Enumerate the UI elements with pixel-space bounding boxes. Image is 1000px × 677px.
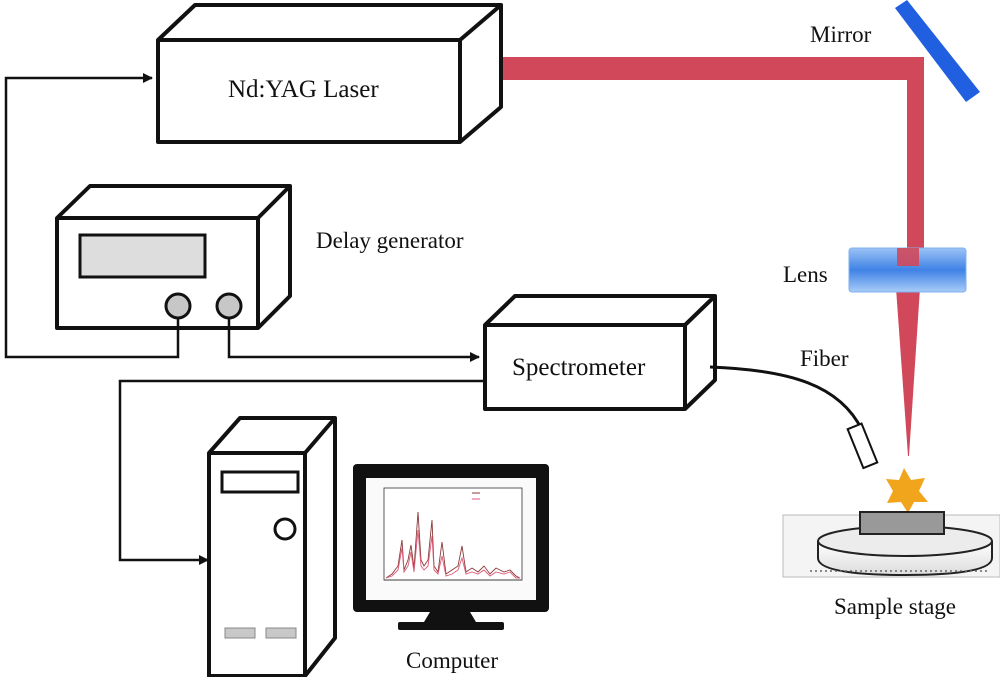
monitor-spectrum-plot <box>383 487 523 581</box>
disk-drive-slot <box>220 470 300 494</box>
sample-stage-label: Sample stage <box>834 594 956 619</box>
nd-yag-laser <box>156 3 503 144</box>
spectrometer <box>483 294 717 411</box>
mirror-label: Mirror <box>810 22 872 47</box>
laser-beam <box>482 57 924 456</box>
lens-label: Lens <box>783 262 828 287</box>
delay-generator-label: Delay generator <box>316 228 464 253</box>
optical-fiber <box>709 365 864 431</box>
fiber-probe <box>846 422 879 470</box>
wire-delay-to-laser <box>4 73 180 359</box>
spectrum-line-1 <box>385 511 521 579</box>
delay-generator-knob-1 <box>164 292 192 320</box>
spectrum-line-2 <box>385 529 520 579</box>
wire-spectrometer-to-computer <box>118 379 485 565</box>
drive-bay-1 <box>224 627 256 639</box>
sample <box>859 511 945 535</box>
drive-bay-2 <box>265 627 297 639</box>
trigger-wires <box>4 73 485 565</box>
delay-generator-knob-2 <box>215 292 243 320</box>
wire-delay-to-spectrometer <box>227 318 480 362</box>
lens <box>848 247 967 293</box>
mirror <box>895 0 980 102</box>
spectrometer-label: Spectrometer <box>512 354 646 381</box>
power-button <box>273 517 297 541</box>
delay-generator-display <box>78 233 207 279</box>
fiber-label: Fiber <box>800 346 849 371</box>
computer-label: Computer <box>406 648 498 673</box>
laser-label: Nd:YAG Laser <box>228 76 379 103</box>
plasma-spark-icon <box>886 468 928 513</box>
focused-beam <box>896 288 920 456</box>
sample-stage <box>782 511 1000 578</box>
